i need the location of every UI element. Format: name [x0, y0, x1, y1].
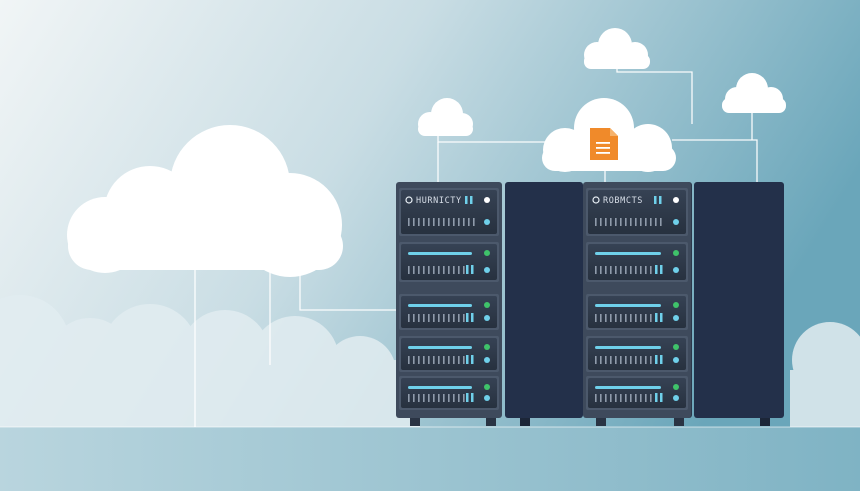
- rack-left-status-bar: [408, 346, 472, 349]
- rack-left-unit: HURNICTY: [399, 188, 499, 236]
- rack-left-status-bar: [408, 252, 472, 255]
- rack-right-unit: [586, 376, 688, 410]
- ground: [0, 427, 860, 491]
- rack-right-label: ROBMCTS: [603, 196, 643, 206]
- rack-right-status-bar: [595, 386, 661, 389]
- rack-right-status-bar: [595, 304, 661, 307]
- server-rack-right: ROBMCTS: [520, 182, 770, 426]
- document-icon: [590, 128, 618, 160]
- rack-left-unit: [399, 242, 499, 282]
- rack-right-unit: [586, 242, 688, 282]
- rack-left-label: HURNICTY: [416, 196, 462, 206]
- rack-right-unit: [586, 336, 688, 372]
- cloud-small-1: [418, 98, 473, 136]
- rack-left-status-bar: [408, 386, 472, 389]
- cloud-small-2: [584, 28, 650, 69]
- cloud-large-left: [67, 125, 343, 277]
- cloud-small-3: [722, 73, 786, 113]
- rack-left-unit: [399, 376, 499, 410]
- rack-left-status-bar: [408, 304, 472, 307]
- rack-right-unit: [586, 294, 688, 330]
- rack-right-status-bar: [595, 346, 661, 349]
- server-rack-left: HURNICTY: [396, 182, 502, 426]
- rack-left-unit: [399, 294, 499, 330]
- rack-right-status-bar: [595, 252, 661, 255]
- rack-left-unit: [399, 336, 499, 372]
- rack-right-unit: ROBMCTS: [586, 188, 688, 236]
